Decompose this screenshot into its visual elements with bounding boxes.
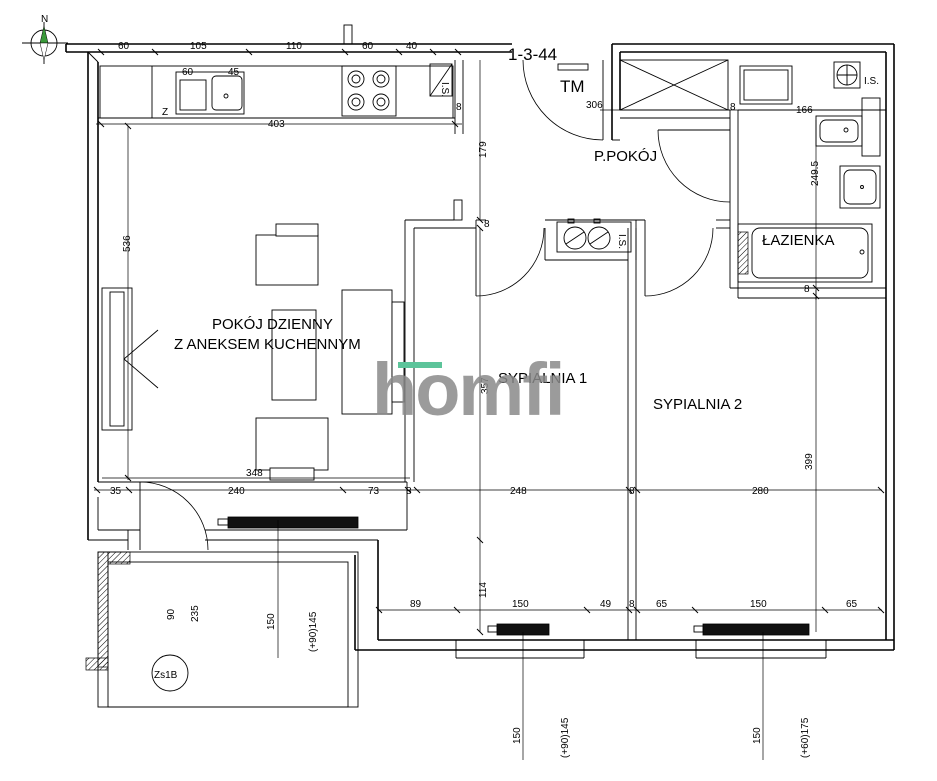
radiator-living-icon <box>227 516 359 529</box>
apartment-code-label: 1-3-44 <box>508 45 557 64</box>
radiator-bed2-icon <box>702 623 810 636</box>
gas-meters-icon: I.S. <box>556 218 632 253</box>
dim-window-8: 8 <box>629 599 635 610</box>
armchair-bottom <box>255 417 329 471</box>
dim-bottom-8a: 8 <box>406 486 412 497</box>
dim-living-536: 536 <box>122 235 133 252</box>
dim-win2-60-175: (+60)175 <box>800 717 811 758</box>
dim-window-150a: 150 <box>512 599 529 610</box>
apartment-code: 1-3-44 TM <box>508 45 589 96</box>
dim-bed1-357: 357 <box>480 377 491 394</box>
boiler-icon: I.S. <box>833 61 879 89</box>
sink-icon: 60 45 <box>175 67 245 115</box>
watermark-text: homfi <box>372 348 563 431</box>
dim-hall-306: 306 <box>586 100 603 111</box>
dim-window-89: 89 <box>410 599 422 610</box>
room-label-bedroom-2: SYPIALNIA 2 <box>653 396 742 413</box>
coffee-table <box>271 309 317 401</box>
watermark-logo: homfi <box>372 348 565 431</box>
dim-kitchen-110: 110 <box>286 41 302 52</box>
room-labels: POKÓJ DZIENNY Z ANEKSEM KUCHENNYM SYPIAL… <box>174 148 835 413</box>
dim-kitchen-40: 40 <box>406 41 418 52</box>
is-label-hall: I.S. <box>616 234 627 249</box>
dim-window-49: 49 <box>600 599 612 610</box>
dimension-lines <box>93 48 885 760</box>
dim-kitchen-60a: 60 <box>118 41 130 52</box>
dim-lower-114: 114 <box>478 582 489 598</box>
bath-fixtures: I.S. I.S. <box>556 59 881 283</box>
dim-wall-8c: 8 <box>484 219 490 230</box>
dim-win2-150: 150 <box>752 727 763 744</box>
tv-cabinet <box>101 287 133 431</box>
dim-bottom-280: 280 <box>752 486 769 497</box>
balcony-tag: Zs1B <box>154 670 178 681</box>
washing-machine-icon <box>739 65 793 105</box>
armchair-top <box>255 234 319 286</box>
room-label-bedroom-1: SYPIALNIA 1 <box>498 370 587 387</box>
compass-north-label: N <box>41 14 48 25</box>
room-label-living-1: POKÓJ DZIENNY <box>212 316 333 333</box>
dim-wall-8b: 8 <box>730 102 736 113</box>
wardrobe-icon <box>619 59 729 111</box>
dim-window-150b: 150 <box>750 599 767 610</box>
dim-win1-150: 150 <box>512 727 523 744</box>
dim-door-150: 150 <box>266 613 277 630</box>
balcony-tag-circle <box>151 654 189 692</box>
dim-bottom-248: 248 <box>510 486 527 497</box>
dim-kitchen-105: 105 <box>190 41 207 52</box>
washbasin-icon <box>815 115 863 147</box>
dim-balcony-90: 90 <box>166 608 177 620</box>
balcony: Zs1B <box>85 551 359 708</box>
dim-bed2-399: 399 <box>804 453 815 470</box>
dim-bath-166: 166 <box>796 105 813 116</box>
dimension-labels: 60 105 110 60 40 403 306 166 8 8 8 8 179… <box>110 41 858 758</box>
dim-wall-179: 179 <box>478 141 489 158</box>
doors <box>139 59 731 551</box>
sink-dim-60: 60 <box>182 67 194 78</box>
tm-label: TM <box>560 77 585 96</box>
dim-win1-90-145: (+90)145 <box>560 717 571 758</box>
dim-kitchen-60b: 60 <box>362 41 374 52</box>
fridge-label: Z <box>162 107 168 118</box>
windows <box>455 639 827 659</box>
dim-bottom-73: 73 <box>368 486 380 497</box>
is-label-bath: I.S. <box>864 76 879 87</box>
bathtub-icon <box>737 223 873 283</box>
kitchen-fixtures: Z 60 45 I.S. <box>99 63 454 119</box>
installation-shaft-kitchen: I.S. <box>429 63 453 97</box>
room-label-hall: P.POKÓJ <box>594 148 657 165</box>
sofa <box>341 289 393 415</box>
radiator-bath-icon <box>737 231 749 275</box>
radiators <box>217 516 810 636</box>
dim-balcony-235: 235 <box>190 605 201 622</box>
dim-bath-249: 249.5 <box>810 161 821 186</box>
cooktop-icon <box>341 65 397 117</box>
is-label-kitchen: I.S. <box>439 82 450 97</box>
dim-kitchen-403: 403 <box>268 119 285 130</box>
room-label-living-2: Z ANEKSEM KUCHENNYM <box>174 336 361 353</box>
dim-living-348: 348 <box>246 468 263 479</box>
room-label-bathroom: ŁAZIENKA <box>762 232 835 249</box>
watermark-accent <box>398 362 442 368</box>
dim-bottom-35: 35 <box>110 486 122 497</box>
toilet-icon <box>839 165 881 209</box>
dim-door-90-145: (+90)145 <box>308 611 319 652</box>
living-furniture <box>101 223 405 481</box>
dim-window-65b: 65 <box>846 599 858 610</box>
dim-window-65a: 65 <box>656 599 668 610</box>
dim-wall-8d: 8 <box>804 284 810 295</box>
compass-rose-icon: N <box>22 14 68 64</box>
dim-wall-8a: 8 <box>456 102 462 113</box>
sink-dim-45: 45 <box>228 67 240 78</box>
dim-bottom-8b: 8 <box>629 486 635 497</box>
dim-bottom-240: 240 <box>228 486 245 497</box>
